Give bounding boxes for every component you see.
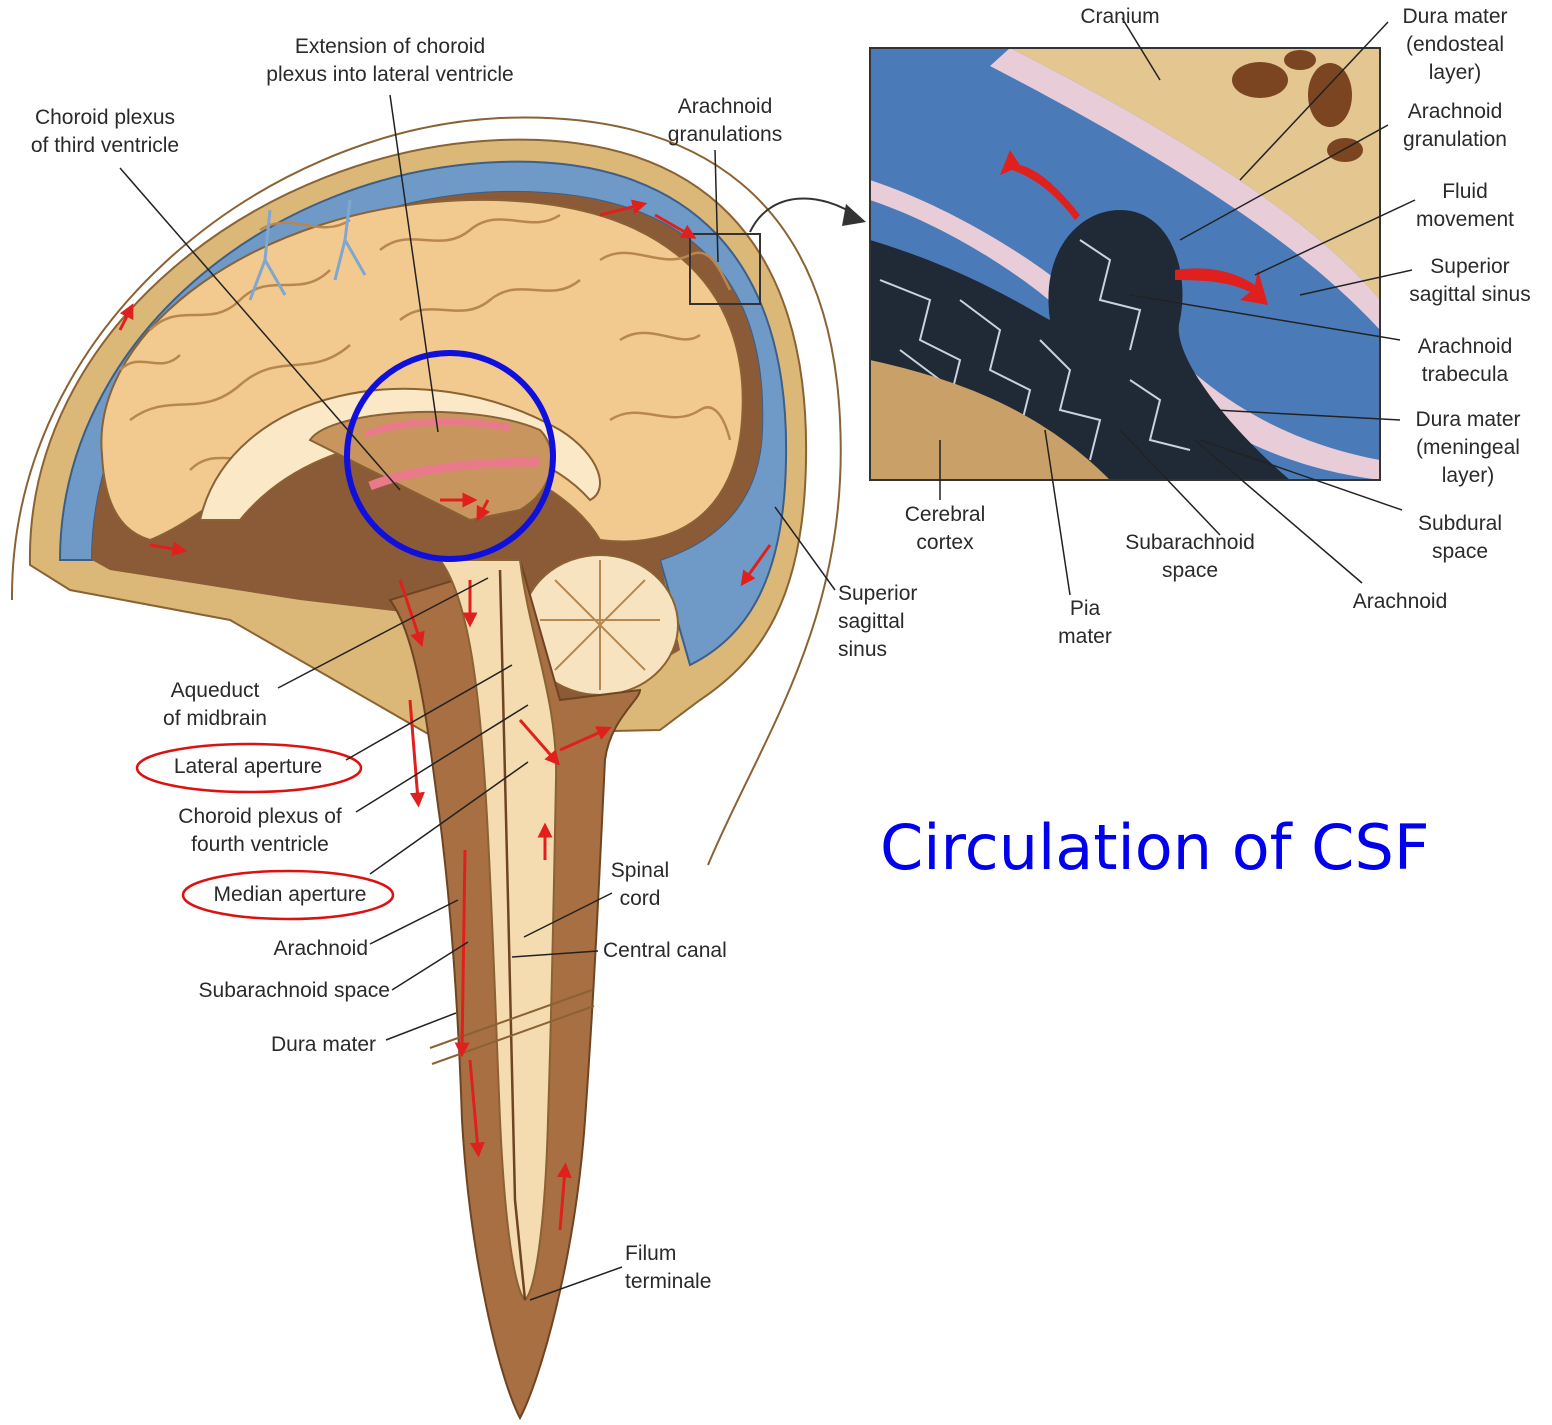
inset-label-subarachnoid-space: Subarachnoid space <box>1100 529 1280 585</box>
inset-label-arachnoid: Arachnoid <box>1330 588 1470 616</box>
label-choroid-fourth: Choroid plexus of fourth ventricle <box>150 803 370 859</box>
inset-label-arachnoid-trabecula: Arachnoid trabecula <box>1395 333 1535 389</box>
label-aqueduct: Aqueduct of midbrain <box>145 677 285 733</box>
inset-label-dura-meningeal: Dura mater (meningeal layer) <box>1395 406 1541 490</box>
label-choroid-third: Choroid plexus of third ventricle <box>10 104 200 160</box>
label-dura-mater: Dura mater <box>200 1031 376 1059</box>
inset-label-dura-endosteal: Dura mater (endosteal layer) <box>1385 3 1525 87</box>
label-median-aperture: Median aperture <box>190 881 390 909</box>
inset-label-pia-mater: Pia mater <box>1040 595 1130 651</box>
label-superior-sagittal-sinus: Superior sagittal sinus <box>838 580 958 664</box>
label-central-canal: Central canal <box>603 937 763 965</box>
label-filum-terminale: Filum terminale <box>625 1240 745 1296</box>
label-extension-choroid: Extension of choroid plexus into lateral… <box>240 33 540 89</box>
inset-label-superior-sagittal-sinus: Superior sagittal sinus <box>1392 253 1548 309</box>
inset-label-fluid-movement: Fluid movement <box>1395 178 1535 234</box>
label-lateral-aperture: Lateral aperture <box>148 753 348 781</box>
diagram-title: Circulation of CSF <box>880 808 1430 888</box>
inset-label-subdural-space: Subdural space <box>1400 510 1520 566</box>
inset-label-cerebral-cortex: Cerebral cortex <box>880 501 1010 557</box>
label-arachnoid: Arachnoid <box>200 935 368 963</box>
inset-label-arachnoid-granulation: Arachnoid granulation <box>1385 98 1525 154</box>
inset-label-cranium: Cranium <box>1060 3 1180 31</box>
callout-arrowhead <box>842 204 866 226</box>
sagittal-section-illustration <box>12 95 866 1418</box>
callout-arrow <box>750 198 860 232</box>
label-arachnoid-granulations: Arachnoid granulations <box>650 93 800 149</box>
label-spinal-cord: Spinal cord <box>595 857 685 913</box>
label-subarachnoid-space: Subarachnoid space <box>150 977 390 1005</box>
